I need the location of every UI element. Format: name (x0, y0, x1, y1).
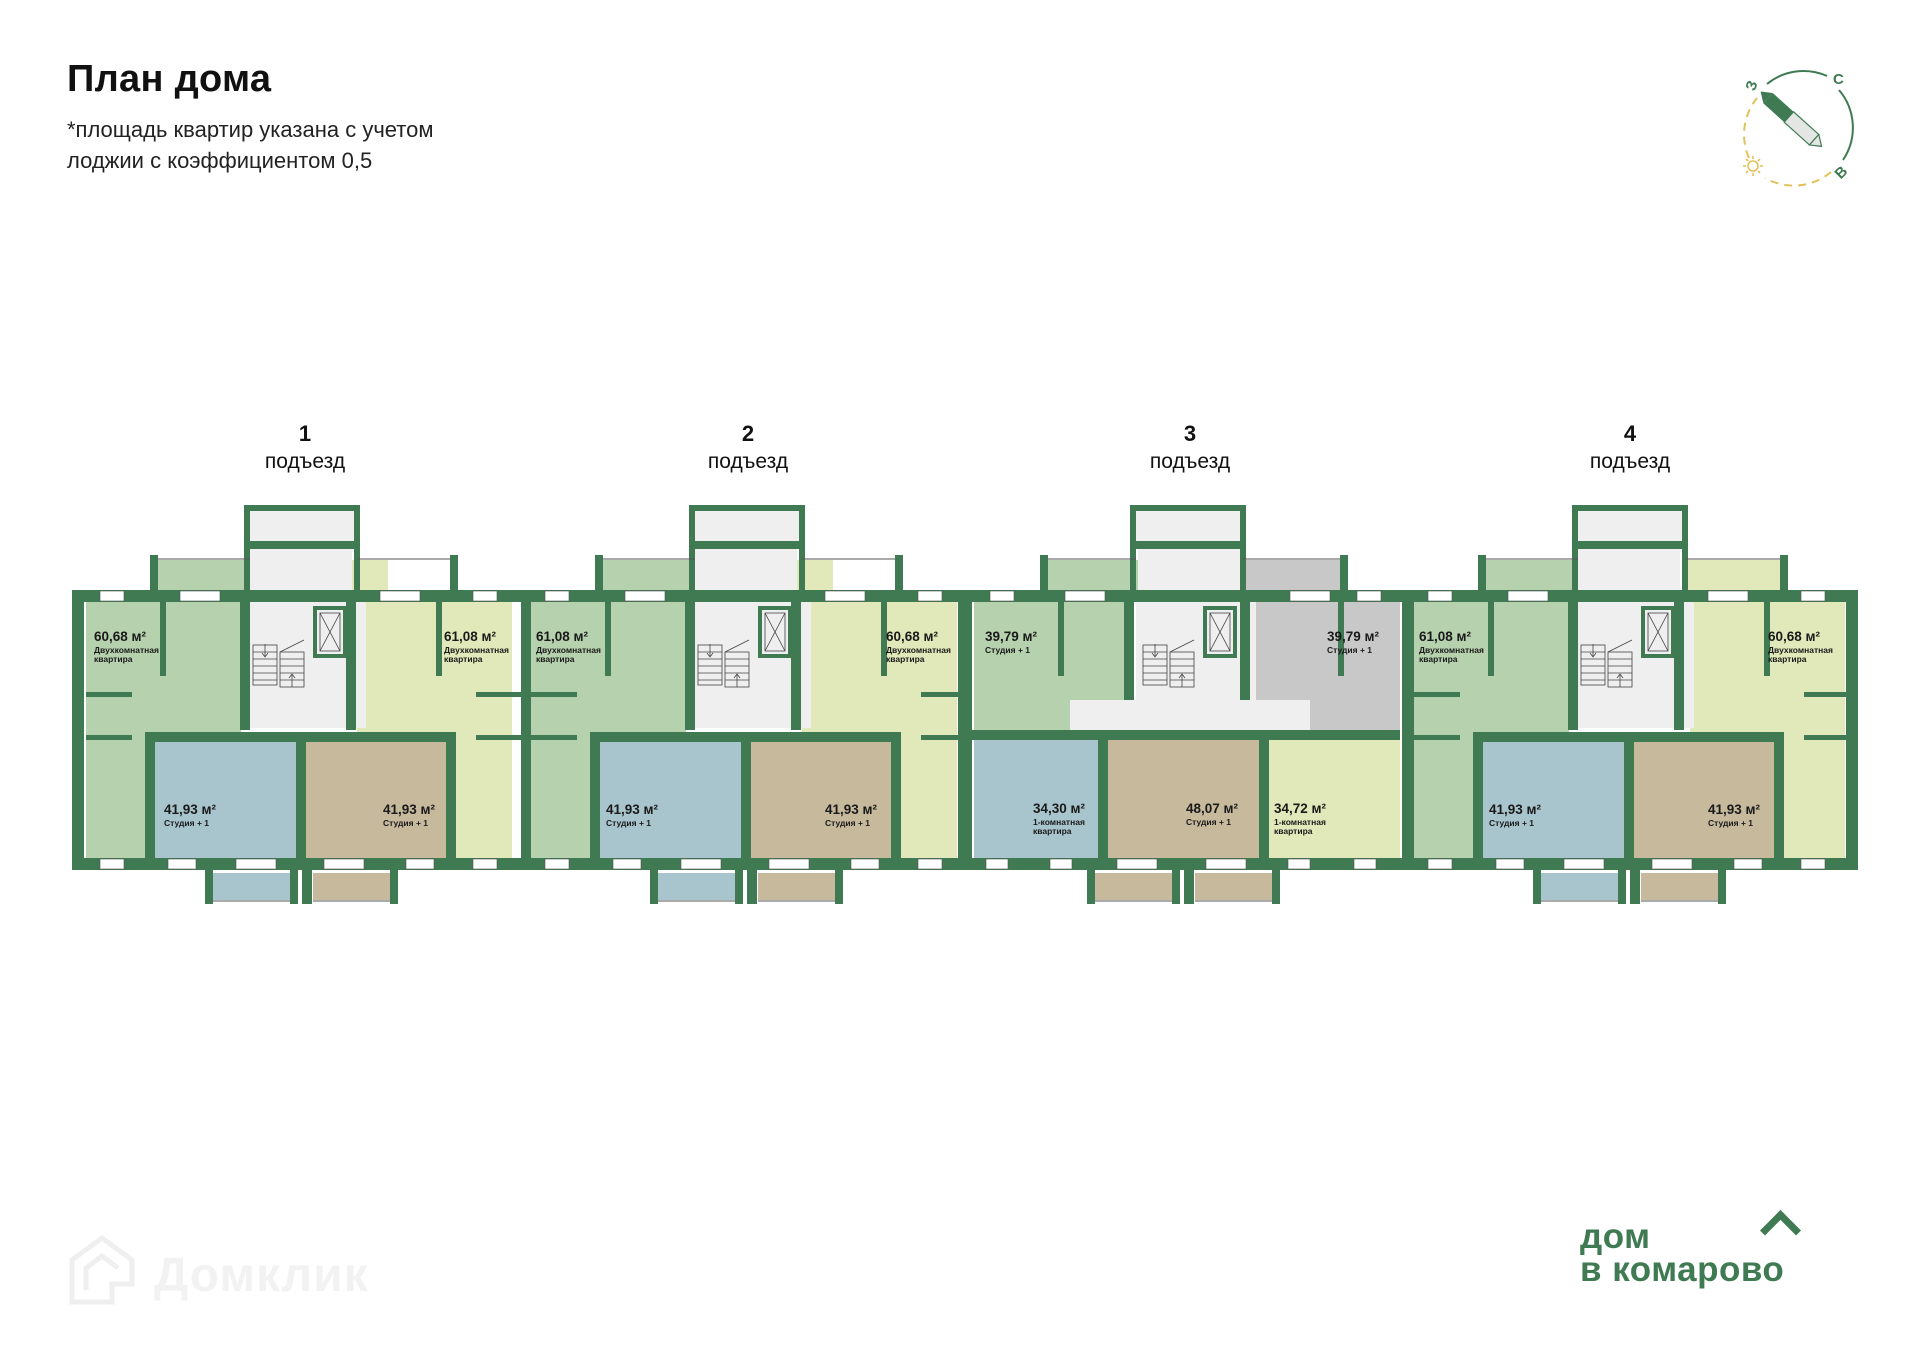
entrance-1-label: 1 подъезд (264, 421, 346, 473)
apartment-label[interactable]: 41,93 м² Студия + 1 (1489, 802, 1542, 829)
apartment-label[interactable]: 61,08 м² Двухкомнатная квартира (536, 629, 601, 665)
apartment-label[interactable]: 39,79 м² Студия + 1 (985, 629, 1038, 656)
domclick-watermark: Домклик (64, 1232, 424, 1307)
apartment-label[interactable]: 41,93 м² Студия + 1 (1708, 802, 1761, 829)
apartment-label[interactable]: 60,68 м² Двухкомнатная квартира (94, 629, 159, 665)
sun-icon (1743, 156, 1763, 176)
apartment-label[interactable]: 34,72 м² 1-комнатная квартира (1274, 801, 1327, 837)
entrance-3-label: 3 подъезд (1149, 421, 1231, 473)
apartment-label[interactable]: 41,93 м² Студия + 1 (164, 802, 217, 829)
apartment-label[interactable]: 61,08 м² Двухкомнатная квартира (1419, 629, 1484, 665)
apartment-label[interactable]: 41,93 м² Студия + 1 (606, 802, 659, 829)
apartment-label[interactable]: 48,07 м² Студия + 1 (1186, 801, 1239, 828)
apartment-label[interactable]: 60,68 м² Двухкомнатная квартира (1768, 629, 1833, 665)
apartment-label[interactable]: 61,08 м² Двухкомнатная квартира (444, 629, 509, 665)
compass-rose-icon: З С В (1742, 70, 1854, 187)
apartment-label[interactable]: 34,30 м² 1-комнатная квартира (1033, 801, 1086, 837)
page-title: План дома (67, 58, 272, 100)
apartment-label[interactable]: 41,93 м² Студия + 1 (383, 802, 436, 829)
compass-north: С (1833, 71, 1844, 88)
entrance-4-label: 4 подъезд (1589, 421, 1671, 473)
footnote-line-1: *площадь квартир указана с учетом (67, 117, 434, 142)
apartment-label[interactable]: 60,68 м² Двухкомнатная квартира (886, 629, 951, 665)
footnote-line-2: лоджии с коэффициентом 0,5 (67, 148, 373, 173)
entrance-2-label: 2 подъезд (707, 421, 789, 473)
apartment-label[interactable]: 39,79 м² Студия + 1 (1327, 629, 1380, 656)
apartment-label[interactable]: 41,93 м² Студия + 1 (825, 802, 878, 829)
house-icon (69, 1234, 135, 1305)
area-footnote: *площадь квартир указана с учетом лоджии… (67, 114, 547, 176)
dom-v-komarovo-logo: дом в комарово (1580, 1209, 1802, 1287)
